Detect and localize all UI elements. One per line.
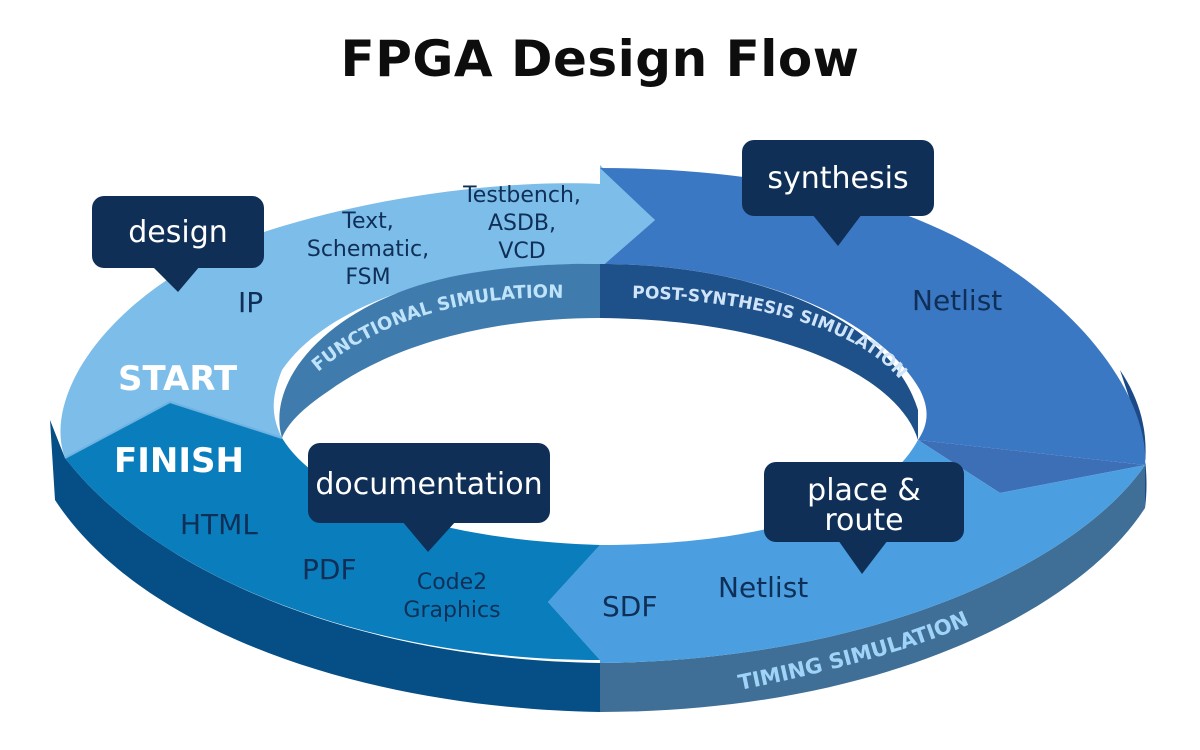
ring-side-timing: [600, 465, 1145, 712]
callout-design-bubble: [92, 196, 264, 268]
artifact-text-line1: Text,: [341, 209, 394, 234]
start-finish-seam: [64, 400, 283, 459]
inner-wall-functional: [279, 263, 600, 438]
stage-synthesis-label: synthesis: [767, 161, 908, 196]
segment-design: [60, 183, 600, 458]
stage-place-route-line2: route: [824, 503, 903, 538]
artifact-testbench-line2: ASDB,: [488, 211, 556, 236]
callout-place-route-pointer: [838, 540, 888, 574]
artifact-sdf: SDF: [602, 590, 657, 623]
artifact-text-line2: Schematic,: [307, 237, 429, 262]
artifact-code2graphics-line1: Code2: [417, 570, 487, 595]
artifact-netlist-place-route: Netlist: [718, 571, 808, 604]
callout-place-route-bubble: [764, 462, 964, 542]
callout-design-pointer: [152, 266, 200, 292]
arrow-design-to-synthesis: [600, 165, 655, 268]
callout-design: design: [92, 196, 264, 292]
callout-synthesis-pointer: [812, 214, 862, 246]
callout-synthesis: synthesis: [742, 140, 934, 246]
artifact-testbench-line3: VCD: [498, 239, 545, 264]
arrow-synthesis-to-place-route: [918, 440, 1145, 493]
segment-documentation: [65, 402, 600, 660]
artifact-pdf: PDF: [302, 553, 357, 586]
artifact-code2graphics-line2: Graphics: [403, 598, 500, 623]
artifact-testbench-line1: Testbench,: [462, 183, 581, 208]
artifact-ip: IP: [238, 286, 263, 319]
artifact-text-line3: FSM: [345, 265, 390, 290]
artifact-html: HTML: [180, 508, 258, 541]
inner-wall-postsynth: [600, 264, 918, 440]
finish-label: FINISH: [114, 441, 244, 481]
callout-synthesis-bubble: [742, 140, 934, 216]
segment-synthesis: [600, 168, 1146, 465]
ring-side-documentation: [50, 420, 600, 712]
stage-documentation-label: documentation: [315, 467, 542, 502]
callout-documentation: documentation: [308, 443, 550, 552]
callout-documentation-pointer: [402, 521, 456, 552]
stage-place-route-line1: place &: [807, 473, 921, 508]
artifact-netlist-synthesis: Netlist: [912, 284, 1002, 317]
stage-design-label: design: [128, 215, 228, 250]
ring-side-synthesis: [1120, 370, 1147, 508]
start-label: START: [118, 359, 238, 399]
diagram-title: FPGA Design Flow: [340, 30, 860, 88]
callout-place-route: place & route: [764, 462, 964, 574]
callout-documentation-bubble: [308, 443, 550, 523]
